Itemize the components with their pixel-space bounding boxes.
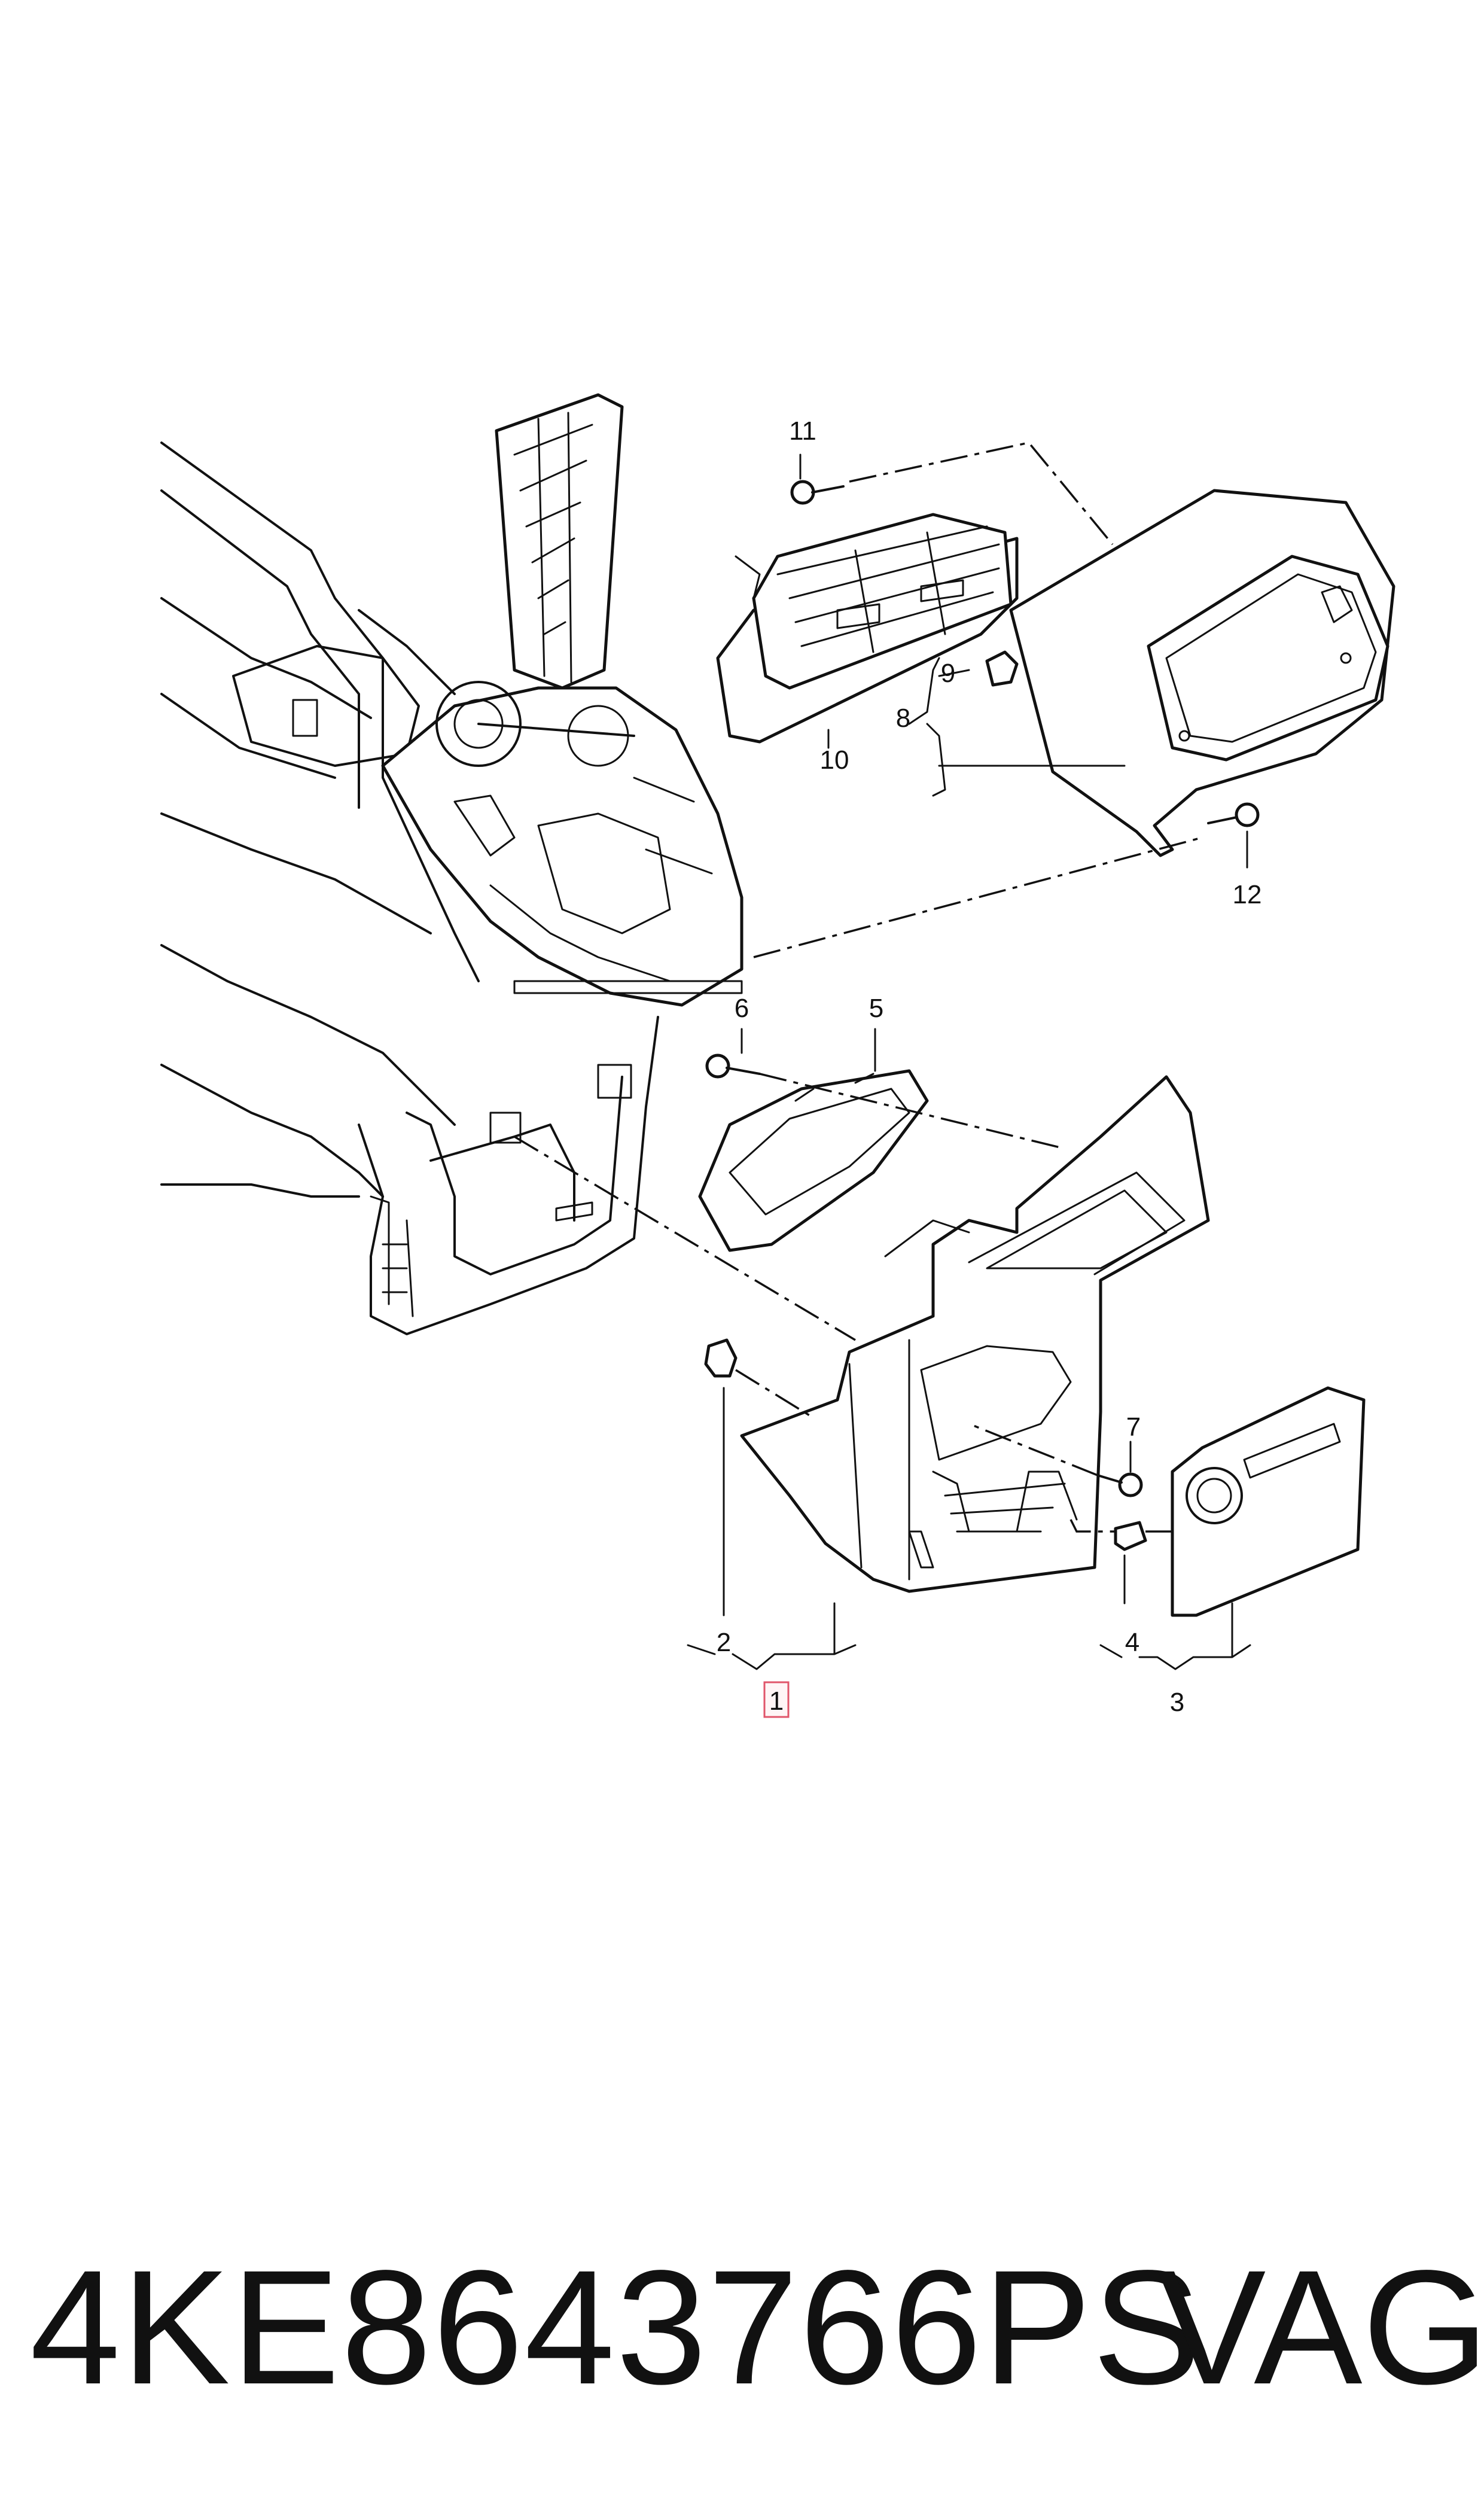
part-11-screw (790, 480, 845, 505)
part-1-rear-console-trim (740, 1075, 1210, 1593)
callout-1-highlighted: 1 (763, 1681, 790, 1718)
callout-2: 2 (717, 1628, 731, 1657)
callout-4: 4 (1125, 1628, 1139, 1657)
part-12-screw (1207, 802, 1260, 827)
part-2-clip (704, 1338, 738, 1378)
callout-labels: 11 10 9 8 12 6 5 7 2 4 3 1 (717, 416, 1262, 1718)
highlight-box (763, 1681, 790, 1718)
part-9-nut (985, 650, 1019, 687)
part-8-vent-trim (1009, 489, 1395, 857)
callout-12: 12 (1233, 880, 1262, 909)
callout-leaders (687, 453, 1251, 1670)
footer: 4KE8643766PS VAG (0, 2237, 1484, 2417)
callout-8: 8 (896, 704, 910, 733)
callout-3: 3 (1170, 1688, 1184, 1717)
callout-9: 9 (941, 659, 955, 688)
assembly-lines (514, 442, 1203, 1533)
callout-5: 5 (869, 994, 883, 1023)
part-5-storage-insert (698, 1069, 929, 1252)
part-number: 4KE8643766PS (30, 2236, 1202, 2418)
callout-1: 1 (769, 1686, 784, 1716)
callout-11: 11 (789, 416, 816, 446)
part-6-screw (705, 1054, 761, 1079)
part-10-air-vent (716, 513, 1019, 744)
center-console-frame (160, 442, 659, 1335)
brand-name: VAG (1157, 2236, 1484, 2418)
part-3-cover-panel (1171, 1386, 1366, 1617)
shifter-assembly (381, 393, 743, 1007)
part-4-clip (1114, 1521, 1147, 1551)
callout-10: 10 (820, 745, 849, 775)
callout-6: 6 (735, 994, 749, 1023)
part-7-screw (1096, 1472, 1143, 1497)
callout-7: 7 (1126, 1412, 1141, 1442)
